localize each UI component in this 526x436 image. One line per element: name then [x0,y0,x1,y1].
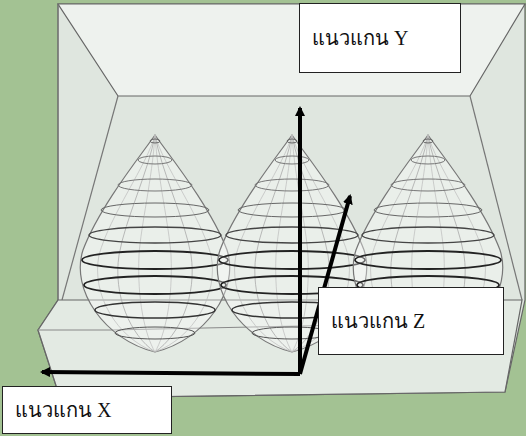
axis-label-box: แนวแกน X [2,386,172,434]
axis-label: แนวแกน Z [331,305,425,337]
axis-label: แนวแกน X [15,394,111,426]
axis-label-box: แนวแกน Z [318,287,504,355]
axis-label: แนวแกน Y [312,22,408,54]
axis-label-box: แนวแกน Y [299,3,461,73]
